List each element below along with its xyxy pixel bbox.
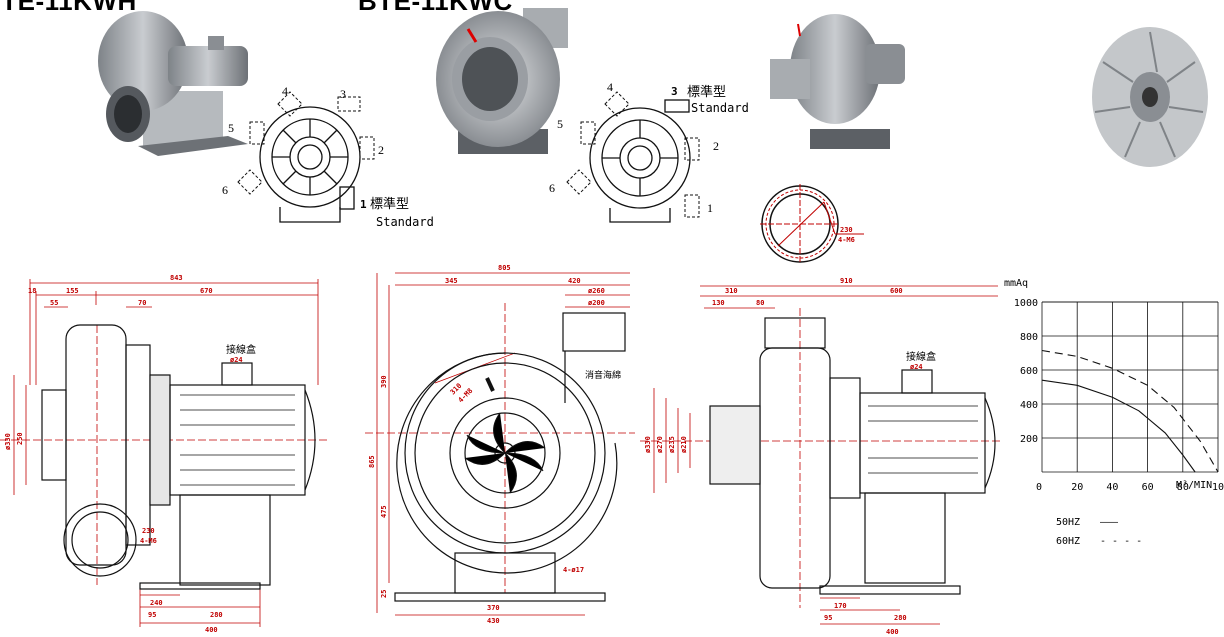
dim-475: 475: [380, 505, 388, 518]
legend-50hz-line: ———: [1100, 517, 1119, 528]
side-view-drawing-1: 843 18 155 670 55 70 接線盒 ø24 ø330 250 23…: [0, 274, 330, 634]
series-50hz: [1041, 379, 1196, 473]
dim-910: 910: [840, 277, 853, 285]
dim-55: 55: [50, 299, 58, 307]
position-2-label-2: 2: [713, 139, 719, 153]
dim-310-b: 310: [725, 287, 738, 295]
flange-detail: 230 4-M6: [760, 184, 864, 264]
dim-400-b: 400: [886, 628, 899, 636]
dim-400: 400: [205, 626, 218, 634]
flange-bolts-1: 4-M6: [140, 537, 157, 545]
dim-dia-330-b: ø330: [644, 436, 652, 453]
position-3-label-2: 3: [671, 85, 678, 98]
dim-95-b: 95: [824, 614, 832, 622]
blower-photo-2: [436, 8, 568, 154]
orientation-diagram-left: 4 3 5 2 6 1 標準型 Standard: [222, 84, 434, 229]
silencer-label: 消音海綿: [585, 369, 621, 381]
position-4-label: 4: [282, 84, 288, 98]
position-2-label: 2: [378, 143, 384, 157]
y-tick-800: 800: [1020, 332, 1038, 343]
x-tick-20: 20: [1071, 482, 1083, 493]
dim-dia-200: ø200: [588, 299, 605, 307]
dim-865: 865: [368, 455, 376, 468]
position-1-label-2: 1: [707, 201, 713, 215]
dim-370: 370: [487, 604, 500, 612]
impeller-photo: [1092, 27, 1208, 167]
position-4-label-2: 4: [607, 80, 613, 94]
dim-95: 95: [148, 611, 156, 619]
standard-label-en: Standard: [376, 215, 434, 229]
standard-label-en-2: Standard: [691, 101, 749, 115]
chart-ticks: 0 20 40 60 80 100 200 400 600 800 1000: [1014, 298, 1224, 493]
x-tick-40: 40: [1106, 482, 1118, 493]
junction-box-label-2: 接線盒: [906, 350, 936, 363]
y-tick-400: 400: [1020, 400, 1038, 411]
dim-dia-270: ø270: [656, 436, 664, 453]
dim-843: 843: [170, 274, 183, 282]
x-tick-100: 100: [1212, 482, 1224, 493]
dim-18: 18: [28, 287, 36, 295]
dim-805: 805: [498, 264, 511, 272]
dim-170: 170: [834, 602, 847, 610]
series-60hz: [1041, 349, 1219, 473]
dim-250: 250: [16, 432, 24, 445]
x-tick-60: 60: [1142, 482, 1154, 493]
dim-430: 430: [487, 617, 500, 625]
junction-box-label: 接線盒: [226, 343, 256, 356]
dim-240: 240: [150, 599, 163, 607]
dim-600: 600: [890, 287, 903, 295]
model-title-left: BTE-11KWH: [0, 0, 137, 16]
dim-390: 390: [380, 375, 388, 388]
dim-155: 155: [66, 287, 79, 295]
dim-dia-210: ø210: [680, 436, 688, 453]
model-title-middle: BTE-11KWC: [358, 0, 513, 16]
position-5-label-2: 5: [557, 117, 563, 131]
junction-box-dia-2: ø24: [910, 363, 923, 371]
junction-box-dia: ø24: [230, 356, 243, 364]
y-tick-1000: 1000: [1014, 298, 1038, 309]
blower-photo-1: [98, 11, 248, 156]
side-view-drawing-2: 910 310 600 130 80 接線盒 ø24 ø330 ø270 ø23…: [640, 277, 1000, 636]
y-tick-200: 200: [1020, 434, 1038, 445]
legend-60hz: 60HZ: [1056, 536, 1080, 547]
position-5-label: 5: [228, 121, 234, 135]
dim-280: 280: [210, 611, 223, 619]
standard-label-zh-2: 標準型: [687, 84, 726, 100]
position-3-label: 3: [340, 87, 346, 101]
dim-80: 80: [756, 299, 764, 307]
dim-280-b: 280: [894, 614, 907, 622]
dim-70: 70: [138, 299, 146, 307]
x-tick-0: 0: [1036, 482, 1042, 493]
standard-label-zh: 標準型: [370, 196, 409, 212]
chart-xlabel: M³/MIN: [1176, 480, 1212, 491]
dim-345: 345: [445, 277, 458, 285]
dim-dia-235: ø235: [668, 436, 676, 453]
blower-photo-3: [770, 14, 905, 149]
position-6-label-2: 6: [549, 181, 555, 195]
position-6-label: 6: [222, 183, 228, 197]
legend-50hz: 50HZ: [1056, 517, 1080, 528]
orientation-diagram-middle: 4 5 2 6 1 3 標準型 Standard: [549, 80, 749, 223]
position-1-label: 1: [360, 198, 367, 211]
dim-holes: 4-ø17: [563, 566, 584, 574]
dim-670: 670: [200, 287, 213, 295]
flange-bolts: 4-M6: [838, 236, 855, 244]
dim-420: 420: [568, 277, 581, 285]
dim-dia-260: ø260: [588, 287, 605, 295]
chart-ylabel: mmAq: [1004, 278, 1028, 289]
y-tick-600: 600: [1020, 366, 1038, 377]
dim-130: 130: [712, 299, 725, 307]
dim-25: 25: [380, 590, 388, 598]
flange-bolt-circle: 230: [840, 226, 853, 234]
front-view-drawing: 805 345 420 ø260 ø200 310 4-M8 消音海綿 865 …: [365, 264, 635, 625]
dim-dia-330: ø330: [4, 433, 12, 450]
performance-chart: mmAq M³/MIN 0 20 40 60 80 100 200 400 600 800 1000…: [1004, 278, 1224, 547]
chart-series: [1041, 349, 1219, 473]
legend-60hz-line: - - - -: [1100, 536, 1142, 547]
chart-grid: [1041, 301, 1219, 473]
flange-bc-1: 230: [142, 527, 155, 535]
x-tick-80: 80: [1177, 482, 1189, 493]
